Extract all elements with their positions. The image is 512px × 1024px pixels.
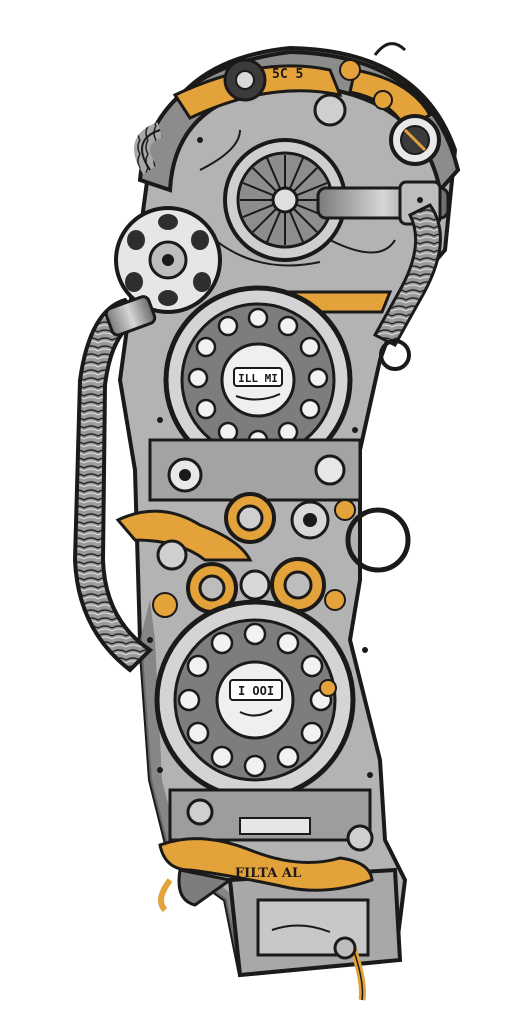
turbine [199,129,450,267]
top-arch: 5C 5 [137,42,461,195]
top-tag-text: 5C 5 [272,67,303,82]
base-ribbon: FILTA AL [158,837,374,1001]
middle-gear-cluster [115,438,411,618]
upper-dial-text: ILL MI [238,372,278,385]
lower-dial-text: I OOI [238,684,274,698]
upper-dial: ILL MI [163,285,393,475]
lower-dial-holes [177,622,333,778]
right-pipe [372,203,442,371]
left-vent-disc [114,206,222,314]
left-hose [72,122,164,673]
base-ribbon-text: FILTA AL [235,866,301,881]
rivets [147,137,423,778]
lower-dial: I OOI [154,599,356,801]
